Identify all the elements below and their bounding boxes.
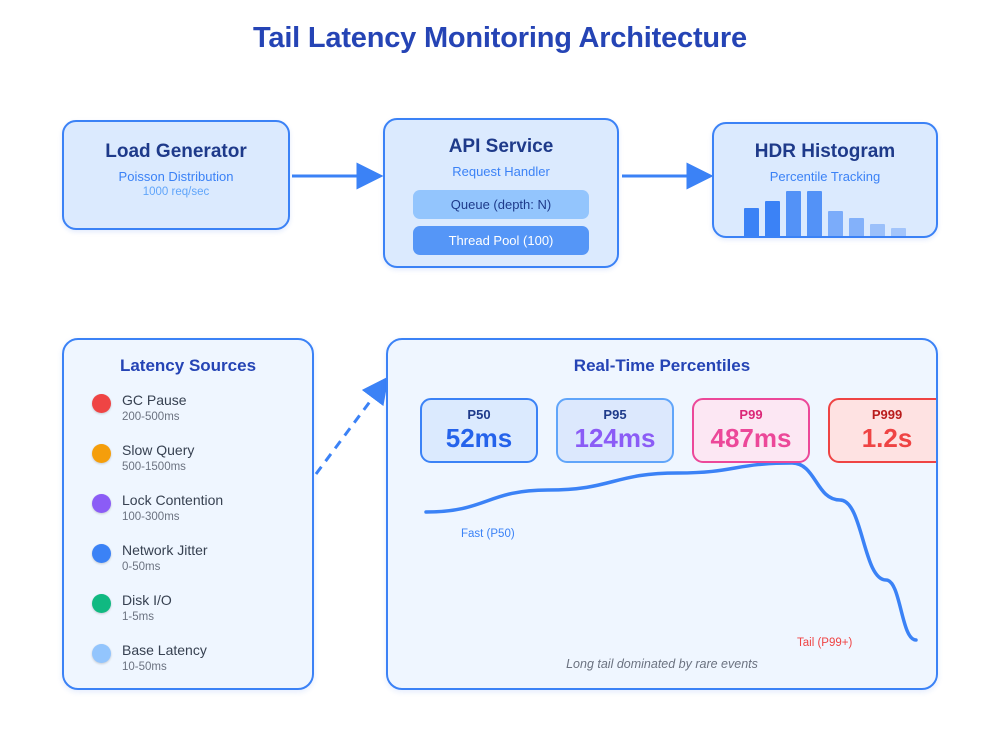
load-generator-subtitle: Poisson Distribution [118,169,234,184]
list-item[interactable]: Disk I/O 1-5ms [92,592,312,642]
load-generator-title: Load Generator [105,141,247,162]
list-item[interactable]: GC Pause 200-500ms [92,392,312,442]
api-service-title: API Service [448,136,554,157]
node-load-generator[interactable]: Load Generator Poisson Distribution 1000… [62,120,290,230]
source-name: Disk I/O [122,592,172,608]
list-item[interactable]: Lock Contention 100-300ms [92,492,312,542]
histogram-bar [786,191,801,238]
hdr-histogram-subtitle: Percentile Tracking [769,169,881,184]
api-service-subtitle: Request Handler [452,164,550,179]
percentile-label: P999 [871,407,903,422]
source-name: Slow Query [122,442,195,458]
histogram-bar [765,201,780,238]
source-range: 100-300ms [122,511,180,524]
source-range: 1-5ms [122,611,154,624]
chip-queue[interactable]: Queue (depth: N) [413,190,589,219]
list-item[interactable]: Network Jitter 0-50ms [92,542,312,592]
annotation-fast-p50: Fast (P50) [461,528,515,540]
source-color-dot [92,594,111,613]
source-range: 10-50ms [122,661,167,674]
source-range: 0-50ms [122,561,161,574]
source-color-dot [92,444,111,463]
list-item[interactable]: Slow Query 500-1500ms [92,442,312,492]
source-name: Base Latency [122,642,207,658]
histogram-bar [891,228,906,238]
latency-distribution-curve [424,461,918,642]
percentiles-title: Real-Time Percentiles [573,356,751,375]
page-title: Tail Latency Monitoring Architecture [253,22,747,54]
source-color-dot [92,494,111,513]
percentile-label: P50 [467,407,491,422]
list-item[interactable]: Base Latency 10-50ms [92,642,312,692]
arrow-sources-to-percentiles [314,376,389,475]
histogram-bar [828,211,843,238]
source-color-dot [92,644,111,663]
node-hdr-histogram[interactable]: HDR Histogram Percentile Tracking [712,122,938,238]
histogram-bar [849,218,864,238]
histogram-bar [807,191,822,238]
source-name: GC Pause [122,392,187,408]
percentile-value: 124ms [574,423,656,453]
load-generator-detail: 1000 req/sec [142,186,210,198]
source-range: 200-500ms [122,411,180,424]
percentile-value: 487ms [710,423,792,453]
histogram-bar [744,208,759,238]
percentile-value: 1.2s [861,423,913,453]
latency-sources-title: Latency Sources [119,356,257,375]
source-color-dot [92,394,111,413]
histogram-bar [870,224,885,238]
percentiles-caption: Long tail dominated by rare events [566,657,758,671]
percentile-label: P95 [603,407,627,422]
percentile-label: P99 [739,407,763,422]
histogram-bars [714,184,936,238]
source-range: 500-1500ms [122,461,186,474]
percentile-value: 52ms [445,423,513,453]
source-color-dot [92,544,111,563]
source-name: Network Jitter [122,542,208,558]
hdr-histogram-title: HDR Histogram [754,141,896,162]
node-api-service[interactable]: API Service Request Handler Queue (depth… [383,118,619,268]
source-name: Lock Contention [122,492,224,508]
chip-thread-pool[interactable]: Thread Pool (100) [413,226,589,255]
api-service-chips: Queue (depth: N) Thread Pool (100) [385,190,617,262]
annotation-tail-p99: Tail (P99+) [797,637,853,649]
